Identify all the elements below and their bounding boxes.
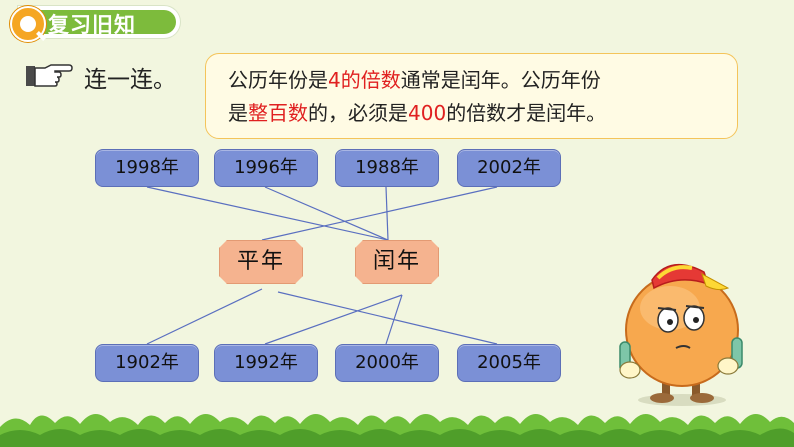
year-box-2005[interactable]: 2005年 <box>457 344 561 382</box>
category-common-year[interactable]: 平年 <box>219 240 303 284</box>
year-box-1996[interactable]: 1996年 <box>214 149 318 187</box>
category-leap-year[interactable]: 闰年 <box>355 240 439 284</box>
connector-2002-common <box>262 187 497 240</box>
year-box-2002[interactable]: 2002年 <box>457 149 561 187</box>
year-box-1902[interactable]: 1902年 <box>95 344 199 382</box>
connector-1998-leap <box>147 187 388 240</box>
year-box-1988[interactable]: 1988年 <box>335 149 439 187</box>
year-box-1992[interactable]: 1992年 <box>214 344 318 382</box>
orange-character-illustration <box>600 258 760 408</box>
connector-1988-leap <box>386 187 388 240</box>
year-box-1998[interactable]: 1998年 <box>95 149 199 187</box>
connector-1902-common <box>147 289 262 344</box>
grass-decoration <box>0 397 794 447</box>
year-box-2000[interactable]: 2000年 <box>335 344 439 382</box>
connector-1992-leap <box>265 295 402 344</box>
connector-1996-leap <box>265 187 388 240</box>
